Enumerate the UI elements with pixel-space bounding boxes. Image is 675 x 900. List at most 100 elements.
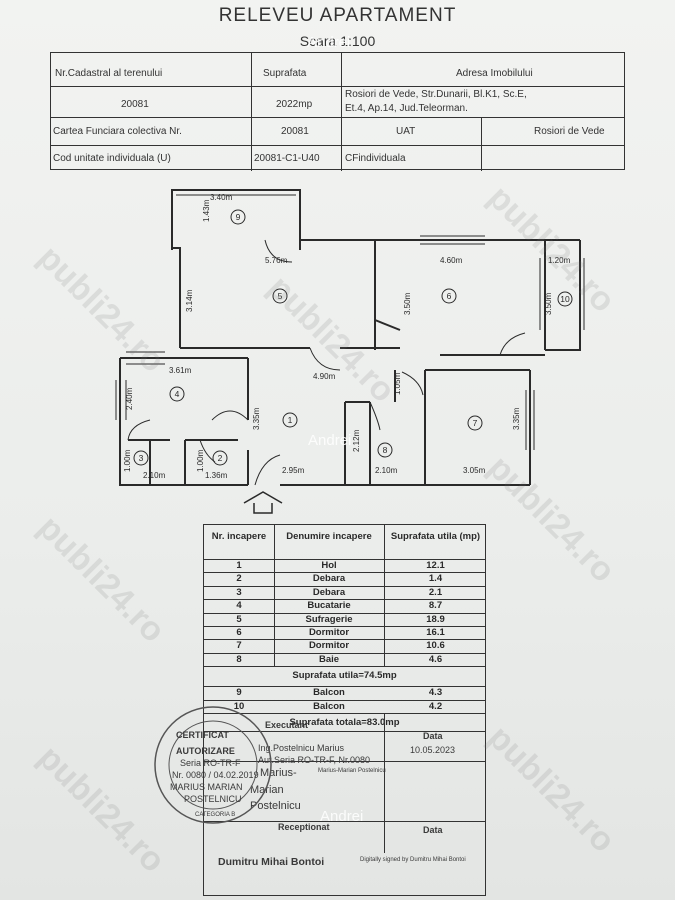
- cell-no: 7: [236, 640, 242, 652]
- cell-name: Dormitor: [308, 627, 350, 638]
- executant-name: Ing.Postelnicu Marius: [258, 743, 345, 753]
- signature-marian: Marian: [250, 784, 284, 796]
- receiver-digital-note: Digitally signed by Dumitru Mihai Bontoi: [360, 857, 466, 863]
- dim-1-00-a: 1.00m: [123, 449, 132, 472]
- room-number-1: 1: [288, 415, 293, 425]
- dim-3-35-room7: 3.35m: [512, 407, 521, 430]
- dim-1-00-b: 1.00m: [196, 449, 205, 472]
- signature-column-divider: [384, 713, 385, 853]
- dim-3-61: 3.61m: [169, 366, 192, 375]
- col-header-room-no: Nr. incapere: [211, 531, 267, 542]
- receiver-name: Dumitru Mihai Bontoi: [218, 856, 325, 868]
- table-row: 6 Dormitor 16.1: [204, 626, 485, 641]
- cell-area: 2.1: [428, 586, 443, 598]
- dim-2-10-left: 2.10m: [143, 471, 166, 480]
- certification-stamp: [154, 706, 272, 824]
- dim-3-50-balcony: 3.50m: [544, 292, 553, 315]
- room-number-7: 7: [473, 418, 478, 428]
- stamp-autorizare: AUTORIZARE: [176, 746, 235, 756]
- table-row: 9 Balcon 4.3: [204, 686, 485, 701]
- room-number-10: 10: [560, 294, 570, 304]
- stamp-series: Seria RO-TR-F: [180, 758, 241, 768]
- document-title: RELEVEU APARTAMENT: [218, 5, 457, 26]
- address-line-1: Rosiori de Vede, Str.Dunarii, Bl.K1, Sc.…: [345, 89, 527, 100]
- watermark-publi24: publi24.ro: [480, 718, 623, 861]
- label-date-2: Data: [423, 825, 443, 835]
- dim-1-43: 1.43m: [202, 199, 211, 222]
- dim-1-05: 1.05m: [393, 372, 402, 395]
- cell-area: 16.1: [426, 627, 445, 638]
- column-divider: [384, 525, 385, 667]
- cell-no: 5: [236, 613, 242, 625]
- dim-2-95: 2.95m: [282, 466, 305, 475]
- col-header-room-name: Denumire incapere: [286, 531, 372, 542]
- cadastral-number-value: 20081: [121, 99, 149, 110]
- room-number-9: 9: [236, 212, 241, 222]
- land-book-value: 20081: [281, 126, 309, 137]
- label-receptionat: Receptionat: [278, 822, 330, 832]
- cell-no: 10: [233, 700, 245, 712]
- watermark-user: Andrei: [307, 34, 351, 51]
- label-executant: Executant: [265, 720, 309, 730]
- label-address: Adresa Imobilului: [456, 68, 533, 79]
- dim-1-36: 1.36m: [205, 471, 228, 480]
- cell-area: 18.9: [426, 613, 445, 625]
- cell-area: 10.6: [426, 640, 445, 652]
- room-number-5: 5: [278, 291, 283, 301]
- individual-land-book: CFindividuala: [345, 153, 406, 164]
- cell-area: 4.3: [428, 687, 443, 699]
- table-row: 3 Debara 2.1: [204, 586, 485, 601]
- room-number-6: 6: [447, 291, 452, 301]
- label-cadastral-number: Nr.Cadastral al terenului: [55, 68, 163, 79]
- floor-plan: 9 5 6 10 4 1 7 8 3 2 3.40m 1.43m 5.76m 4…: [115, 189, 585, 514]
- cell-name: Balcon: [313, 687, 345, 699]
- dim-4-90: 4.90m: [313, 372, 336, 381]
- stamp-name: MARIUS MARIAN: [170, 782, 243, 792]
- room-number-8: 8: [383, 445, 388, 455]
- dim-2-40: 2.40m: [125, 387, 134, 410]
- cell-no: 1: [236, 560, 242, 571]
- rooms-table: Nr. incapere Denumire incapere Suprafata…: [203, 524, 486, 896]
- entrance-arrow-icon: [243, 491, 283, 514]
- stamp-surname: POSTELNICU: [184, 794, 242, 804]
- label-area: Suprafata: [263, 68, 307, 79]
- room-number-4: 4: [175, 389, 180, 399]
- cell-name: Sufragerie: [305, 613, 353, 625]
- cell-no: 3: [236, 586, 242, 598]
- cell-no: 4: [236, 600, 242, 612]
- table-row: 5 Sufragerie 18.9: [204, 613, 485, 627]
- signature-marius: Marius-: [260, 767, 297, 779]
- uat-value: Rosiori de Vede: [534, 126, 605, 137]
- cell-name: Debara: [312, 573, 346, 585]
- area-value: 2022mp: [276, 99, 313, 110]
- cell-area: 4.6: [428, 653, 443, 665]
- dim-3-05: 3.05m: [463, 466, 486, 475]
- cell-no: 9: [236, 687, 242, 699]
- total-label: Suprafata utila=74.5mp: [292, 670, 397, 682]
- cell-name: Debara: [312, 586, 346, 598]
- dim-5-76: 5.76m: [265, 256, 288, 265]
- cell-name: Baie: [318, 653, 340, 665]
- table-total-row: Suprafata totala=83.0mp: [204, 713, 485, 732]
- cell-no: 6: [236, 627, 242, 638]
- execution-date: 10.05.2023: [410, 745, 456, 755]
- dim-3-14: 3.14m: [185, 289, 194, 312]
- executant-series: Aut.Seria RO-TR-F, Nr.0080: [258, 755, 371, 765]
- room-number-2: 2: [218, 453, 223, 463]
- stamp-certificat: CERTIFICAT: [176, 730, 229, 740]
- cell-area: 1.4: [428, 573, 443, 585]
- dim-3-40: 3.40m: [210, 193, 233, 202]
- watermark-publi24: publi24.ro: [30, 508, 173, 651]
- cell-area: 8.7: [428, 600, 443, 612]
- dim-4-60: 4.60m: [440, 256, 463, 265]
- label-date: Data: [423, 731, 443, 741]
- cell-area: 12.1: [426, 560, 445, 571]
- stamp-category: CATEGORIA B: [195, 812, 236, 818]
